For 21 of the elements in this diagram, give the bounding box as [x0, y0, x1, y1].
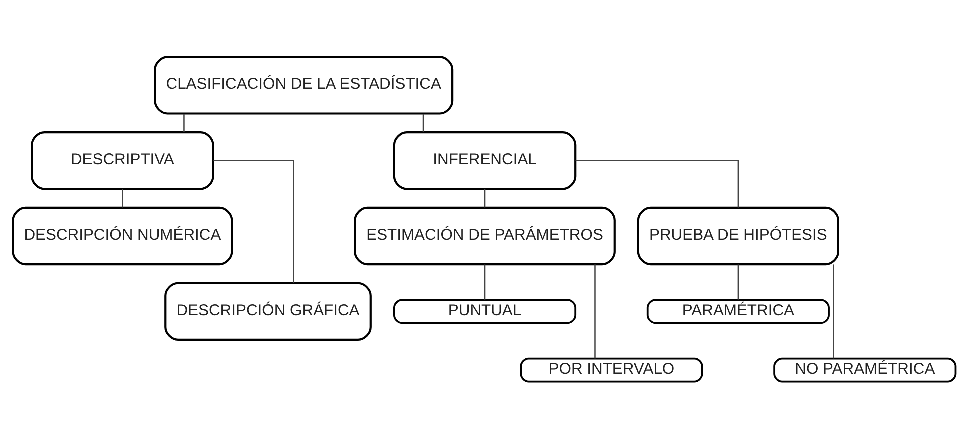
connector [833, 264, 834, 358]
node-box: ESTIMACIÓN DE PARÁMETROS [354, 206, 616, 266]
node-box: DESCRIPCIÓN GRÁFICA [164, 282, 372, 340]
node-box: DESCRIPCIÓN NUMÉRICA [12, 206, 234, 266]
node-box: PUNTUAL [394, 298, 577, 324]
node-box: POR INTERVALO [520, 357, 704, 382]
node-box: INFERENCIAL [393, 131, 577, 190]
connector [184, 113, 185, 132]
connector [594, 264, 596, 358]
connector [484, 188, 486, 208]
connector [484, 264, 486, 300]
connector [214, 160, 294, 283]
node-box: CLASIFICACIÓN DE LA ESTADÍSTICA [154, 56, 454, 114]
connector [422, 113, 424, 132]
connector [738, 264, 740, 300]
node-box: DESCRIPTIVA [31, 131, 214, 190]
connector [576, 160, 740, 208]
node-box: PARAMÉTRICA [646, 298, 830, 324]
node-box: PRUEBA DE HIPÓTESIS [637, 206, 840, 266]
connector [122, 188, 124, 208]
node-box: NO PARAMÉTRICA [774, 357, 957, 382]
